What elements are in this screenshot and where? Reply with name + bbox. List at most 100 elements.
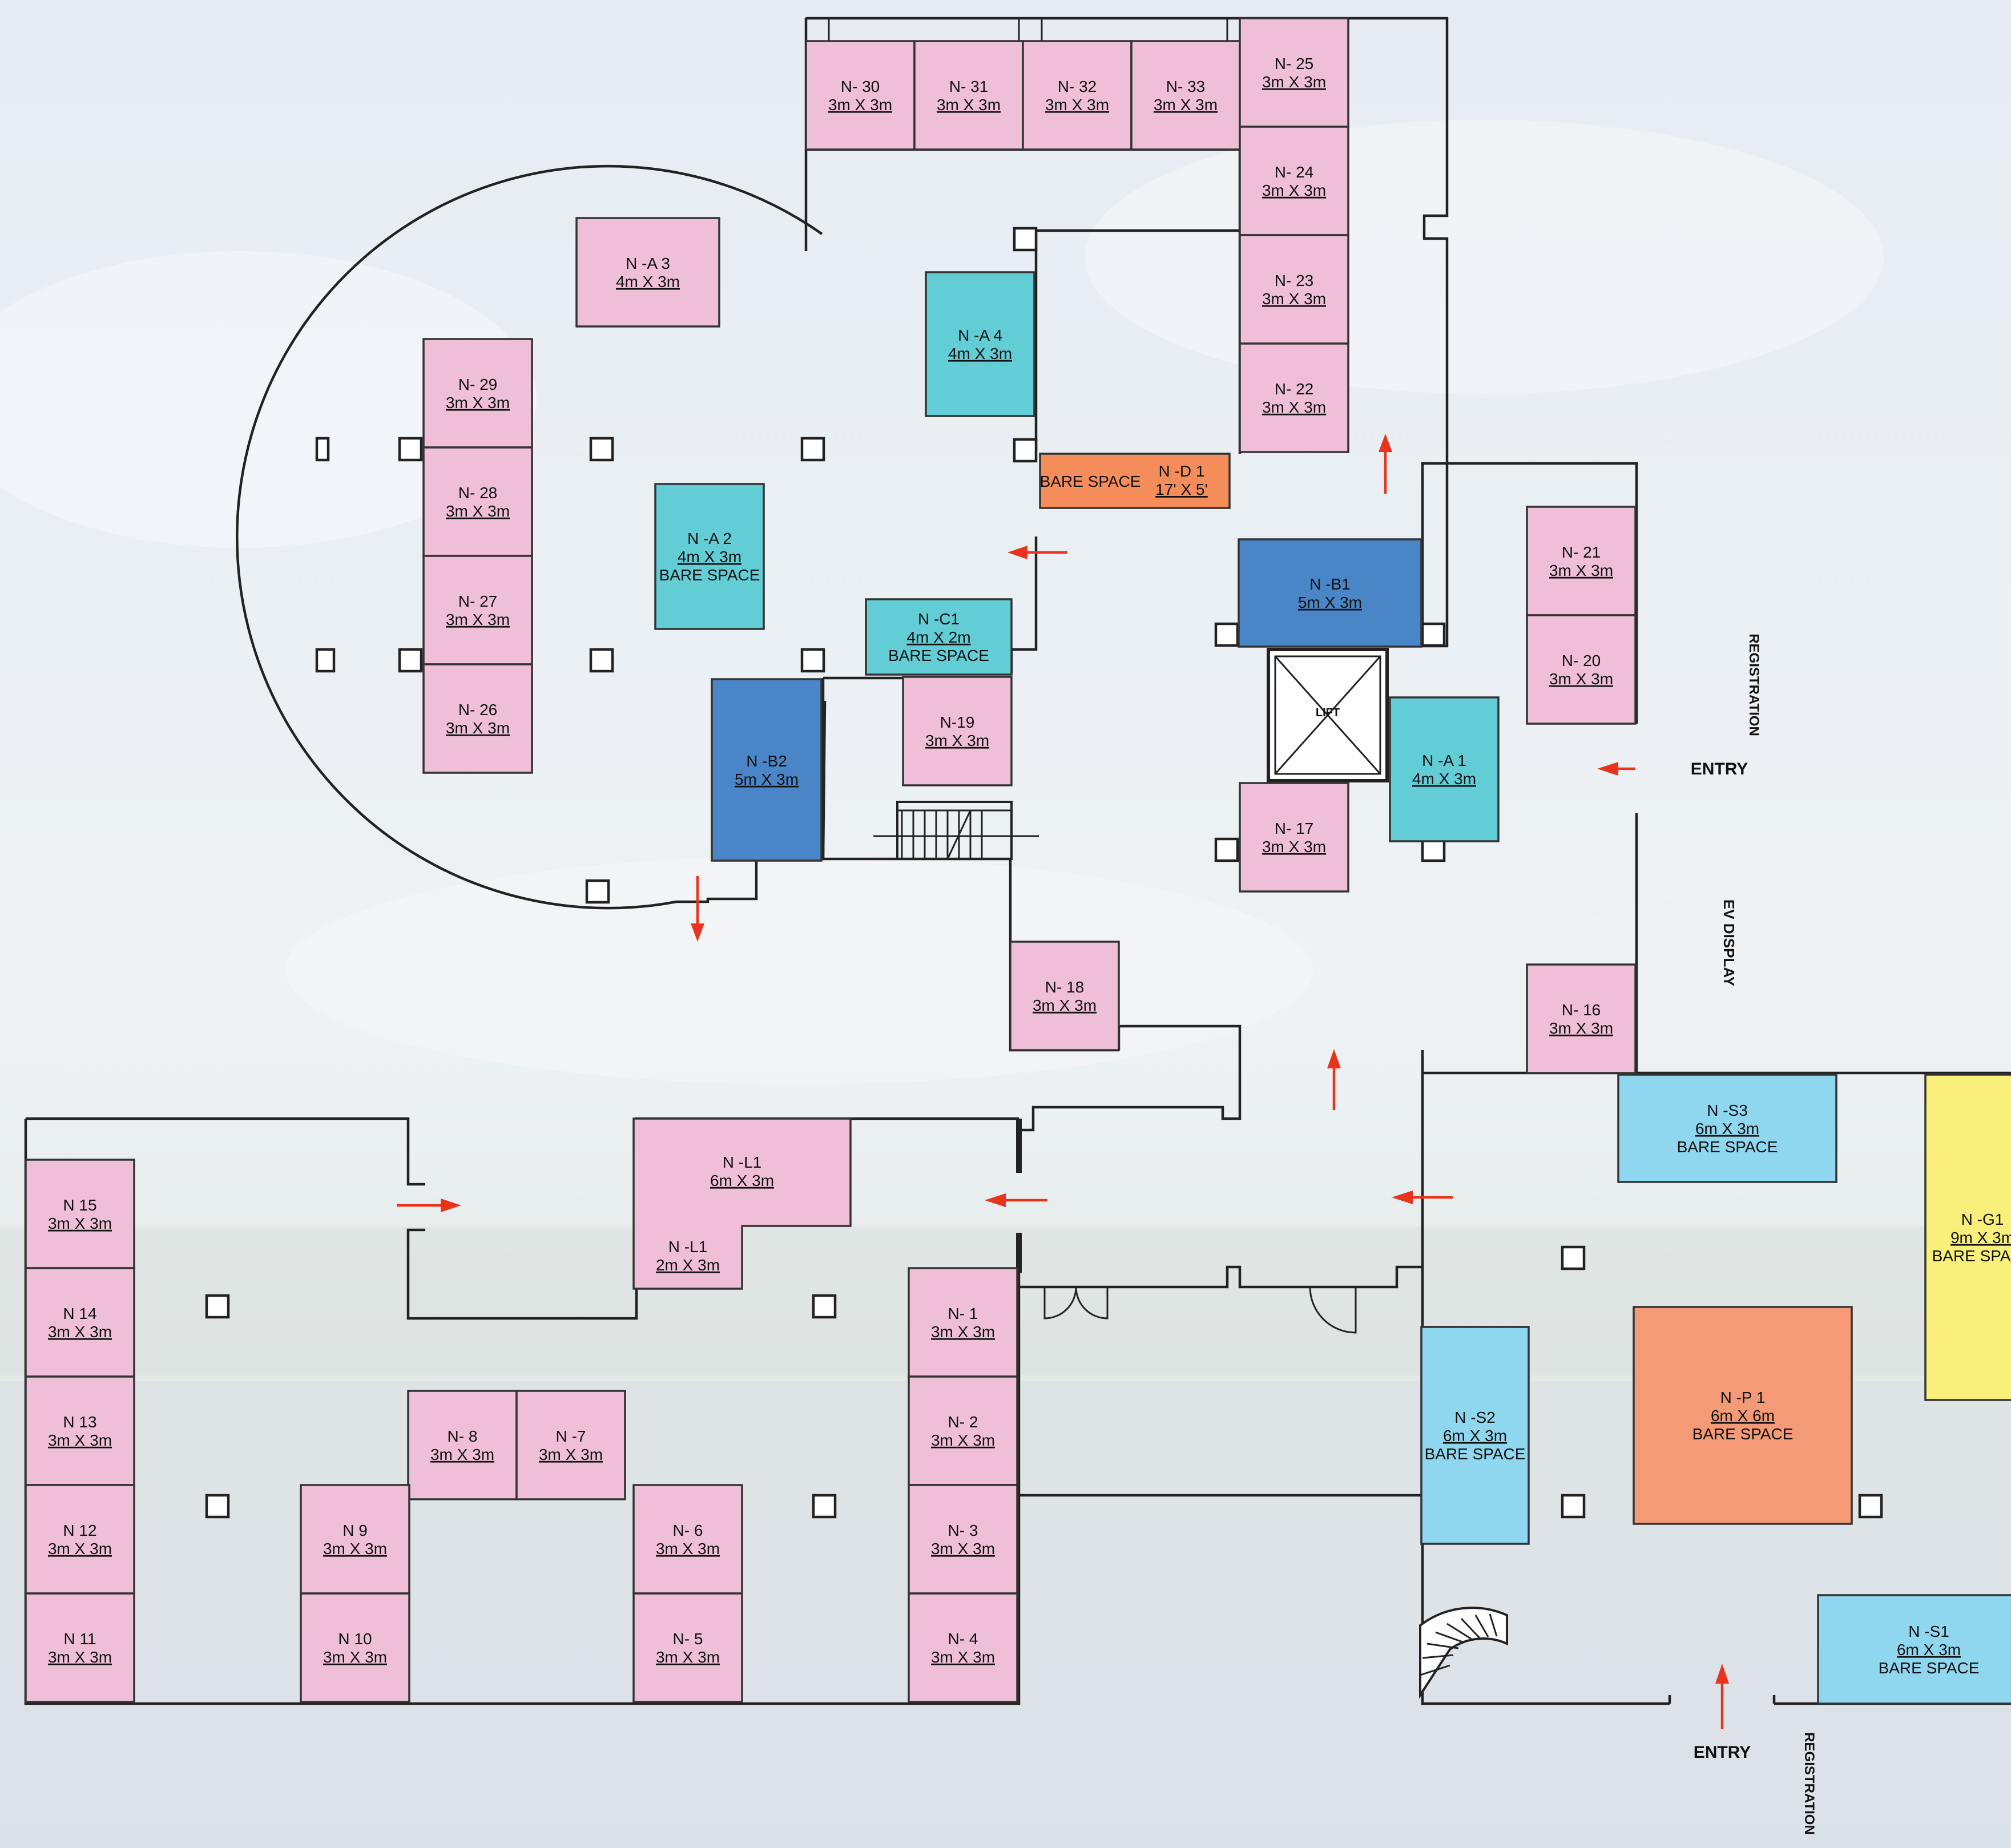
booth-n16-shape xyxy=(1526,963,1637,1074)
booth-code: N -G1 xyxy=(1961,1211,2004,1228)
booth-n1[interactable]: N- 13m X 3m xyxy=(908,1267,1018,1378)
booth-n7[interactable]: N -73m X 3m xyxy=(515,1390,626,1500)
booth-note: BARE SPACE xyxy=(888,647,989,664)
registration-label: REGISTRATION xyxy=(1746,634,1762,736)
booth-nc1-shape xyxy=(865,598,1013,676)
booth-code: N 12 xyxy=(63,1522,96,1539)
booth-code: N- 25 xyxy=(1275,55,1313,72)
booth-size: 6m X 3m xyxy=(710,1172,774,1189)
booth-code: N- 1 xyxy=(948,1305,978,1322)
booth-code: N -A 3 xyxy=(626,255,670,272)
booth-size: 5m X 3m xyxy=(735,770,799,788)
booth-n-l1-shape xyxy=(632,1117,852,1290)
booth-size: 3m X 3m xyxy=(1549,562,1613,579)
booth-code: N- 24 xyxy=(1275,163,1313,181)
booth-na1[interactable]: N -A 14m X 3m xyxy=(1389,696,1500,842)
booth-n8[interactable]: N- 83m X 3m xyxy=(407,1390,518,1500)
booth-code: N -L1 xyxy=(668,1238,707,1256)
booth-code: N- 30 xyxy=(841,78,880,95)
booth-size: 6m X 3m xyxy=(1897,1641,1961,1659)
booth-size: 3m X 3m xyxy=(430,1446,494,1463)
booth-n5[interactable]: N- 53m X 3m xyxy=(632,1592,743,1703)
booth-n6-shape xyxy=(632,1484,743,1595)
booth-n20-shape xyxy=(1526,614,1637,725)
booth-n4[interactable]: N- 43m X 3m xyxy=(908,1592,1018,1703)
booth-code: N -S3 xyxy=(1707,1101,1748,1119)
booth-n9[interactable]: N 93m X 3m xyxy=(300,1484,410,1595)
booth-size: 4m X 3m xyxy=(948,345,1012,362)
booth-code: N -A 1 xyxy=(1422,752,1466,769)
booth-n3-shape xyxy=(908,1484,1018,1595)
booth-size: 3m X 3m xyxy=(1262,290,1326,308)
booth-size: 3m X 3m xyxy=(323,1648,387,1666)
booth-n2[interactable]: N- 23m X 3m xyxy=(908,1375,1018,1486)
booth-na4[interactable]: N -A 44m X 3m xyxy=(925,271,1035,417)
booth-code: N 10 xyxy=(338,1630,372,1648)
booth-nb2-shape xyxy=(711,678,823,862)
booth-size: 3m X 3m xyxy=(48,1648,112,1666)
arrow-left-icon xyxy=(1007,546,1067,559)
booth-na3-shape xyxy=(575,217,720,328)
booth-n3[interactable]: N- 33m X 3m xyxy=(908,1484,1018,1595)
booth-code: N -P 1 xyxy=(1720,1389,1766,1406)
booth-size: 3m X 3m xyxy=(1549,1019,1613,1037)
booth-n1-shape xyxy=(908,1267,1018,1378)
booth-size: 3m X 3m xyxy=(48,1323,112,1341)
booth-n14-shape xyxy=(25,1267,135,1378)
booth-n6[interactable]: N- 63m X 3m xyxy=(632,1484,743,1595)
booth-size: 3m X 3m xyxy=(1262,73,1326,91)
booth-code: N- 26 xyxy=(458,701,497,719)
lift-label: LIFT xyxy=(1316,707,1340,719)
booth-code: N 15 xyxy=(63,1196,96,1214)
booth-label: BARE SPACE xyxy=(1040,473,1141,490)
booth-n11-shape xyxy=(25,1592,135,1703)
booth-n4-shape xyxy=(908,1592,1018,1703)
booth-size: 3m X 3m xyxy=(1045,96,1109,114)
booth-na3[interactable]: N -A 34m X 3m xyxy=(575,217,720,328)
booth-ng1-shape xyxy=(1924,1074,2011,1401)
booth-n33-shape xyxy=(1130,40,1241,151)
booth-size: 3m X 3m xyxy=(931,1648,995,1666)
booth-label: 17' X 5' xyxy=(1155,481,1208,498)
booth-code: N- 3 xyxy=(948,1522,978,1539)
booth-size: 6m X 6m xyxy=(1711,1407,1775,1425)
booth-code: N- 20 xyxy=(1562,652,1601,669)
